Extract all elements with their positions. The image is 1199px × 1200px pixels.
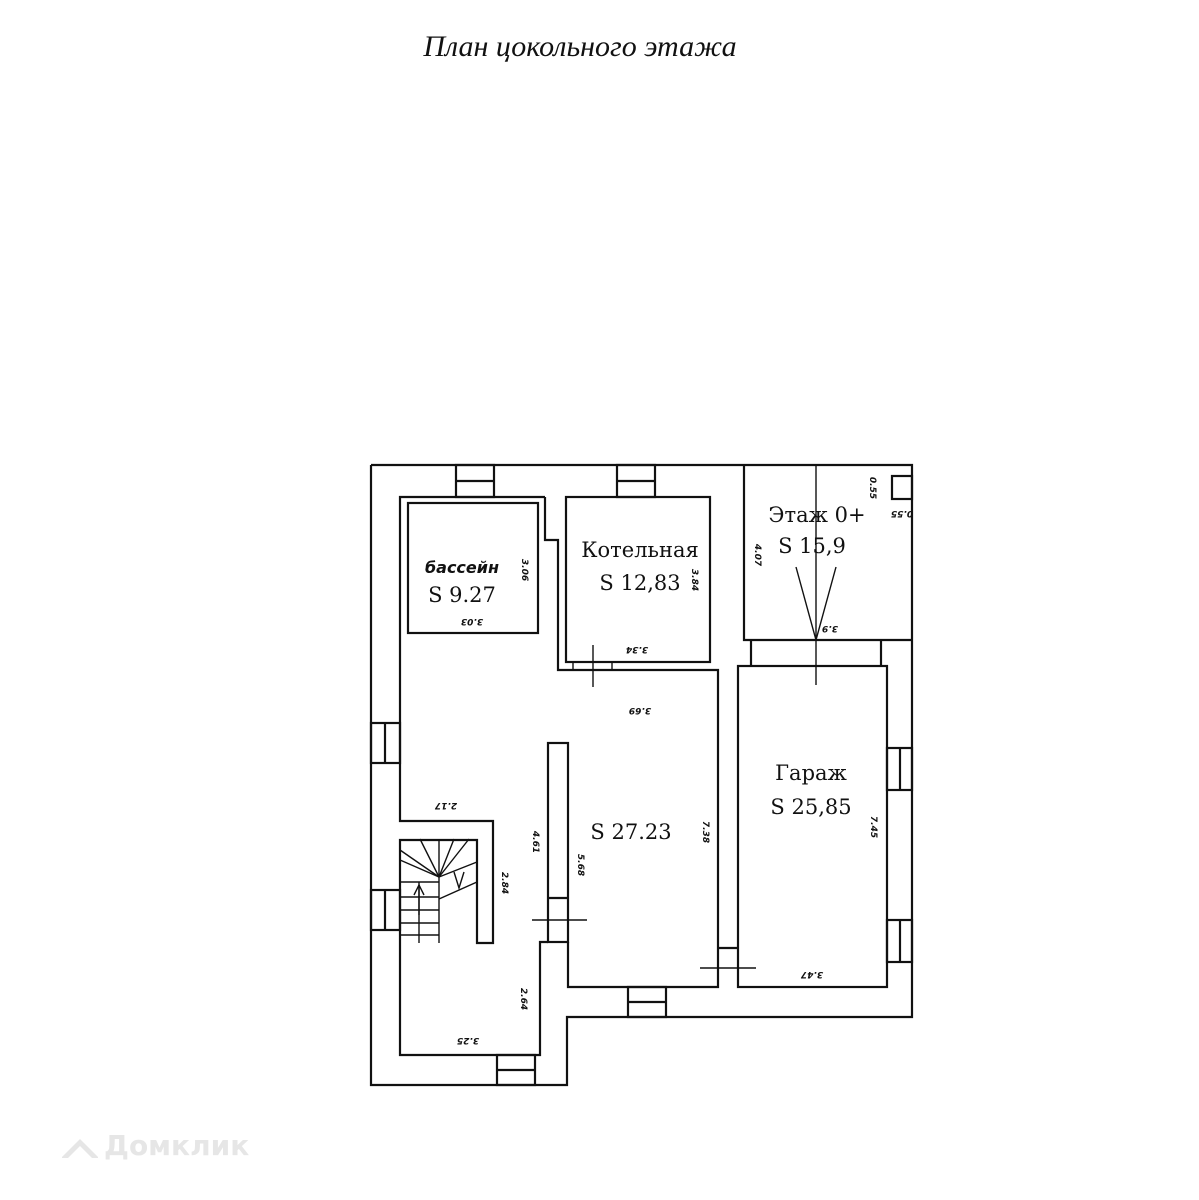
room-area-pool: S 9.27 (428, 583, 496, 607)
svg-text:3.69: 3.69 (629, 705, 651, 715)
room-name-pool: бассейн (425, 558, 499, 577)
shaft (890, 474, 914, 501)
watermark: Домклик (62, 1129, 249, 1162)
pool-room (406, 501, 540, 635)
svg-text:4.07: 4.07 (752, 543, 762, 567)
svg-text:3.34: 3.34 (626, 644, 648, 654)
inner-wall-left (398, 495, 548, 1057)
svg-text:3.84: 3.84 (689, 569, 699, 591)
svg-text:5.68: 5.68 (575, 854, 585, 876)
room-area-boiler: S 12,83 (599, 571, 680, 595)
room-area-garage: S 25,85 (770, 795, 851, 819)
room-area-floor0: S 15,9 (778, 534, 846, 558)
svg-text:2.84: 2.84 (499, 872, 509, 894)
svg-text:7.38: 7.38 (700, 821, 710, 843)
room-name-garage: Гараж (775, 761, 847, 785)
svg-text:3.06: 3.06 (519, 559, 529, 581)
svg-text:2.17: 2.17 (434, 800, 457, 810)
room-area-hall: S 27.23 (590, 820, 671, 844)
dimension-labels: 3.06 3.03 3.84 3.34 4.07 3.9 0.55 0.55 3… (434, 477, 913, 1045)
svg-text:0.55: 0.55 (867, 477, 877, 499)
partition-wall (546, 741, 570, 944)
garage-room (736, 664, 889, 989)
plan-title: План цокольного этажа (422, 30, 736, 63)
svg-text:0.55: 0.55 (891, 508, 913, 518)
outer-wall (369, 463, 914, 1087)
house-logo-icon (62, 1139, 98, 1158)
svg-text:7.45: 7.45 (868, 816, 878, 838)
svg-text:3.9: 3.9 (822, 623, 838, 633)
door-marks (532, 465, 837, 969)
svg-text:3.47: 3.47 (800, 969, 823, 979)
svg-text:4.61: 4.61 (530, 830, 540, 853)
inner-wall-stepped (543, 497, 720, 989)
watermark-text: Домклик (104, 1129, 249, 1162)
room-name-boiler: Котельная (581, 538, 698, 562)
svg-text:2.64: 2.64 (518, 988, 528, 1010)
floor0-room (742, 465, 912, 642)
svg-text:3.25: 3.25 (457, 1035, 479, 1045)
room-name-floor0: Этаж 0+ (768, 503, 865, 527)
windows (369, 463, 914, 1087)
svg-text:3.03: 3.03 (461, 616, 483, 626)
staircase (399, 838, 478, 943)
